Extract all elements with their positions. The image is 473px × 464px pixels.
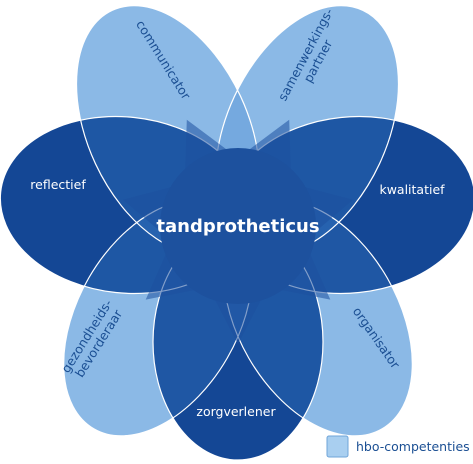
petal-label-line: kwalitatief — [379, 182, 445, 197]
legend-label: hbo-competenties — [356, 439, 470, 454]
petal-label-reflectief: reflectief — [30, 177, 86, 192]
petal-label-kwalitatief: kwalitatief — [379, 182, 445, 197]
center-star — [123, 119, 353, 344]
legend-swatch — [326, 435, 349, 458]
legend: hbo-competenties — [326, 435, 470, 458]
petal-label-zorgverlener: zorgverlener — [196, 404, 276, 419]
center-core — [160, 148, 316, 304]
petal-label-line: reflectief — [30, 177, 86, 192]
petal-label-line: zorgverlener — [196, 404, 276, 419]
center-label: tandprotheticus — [156, 216, 319, 237]
